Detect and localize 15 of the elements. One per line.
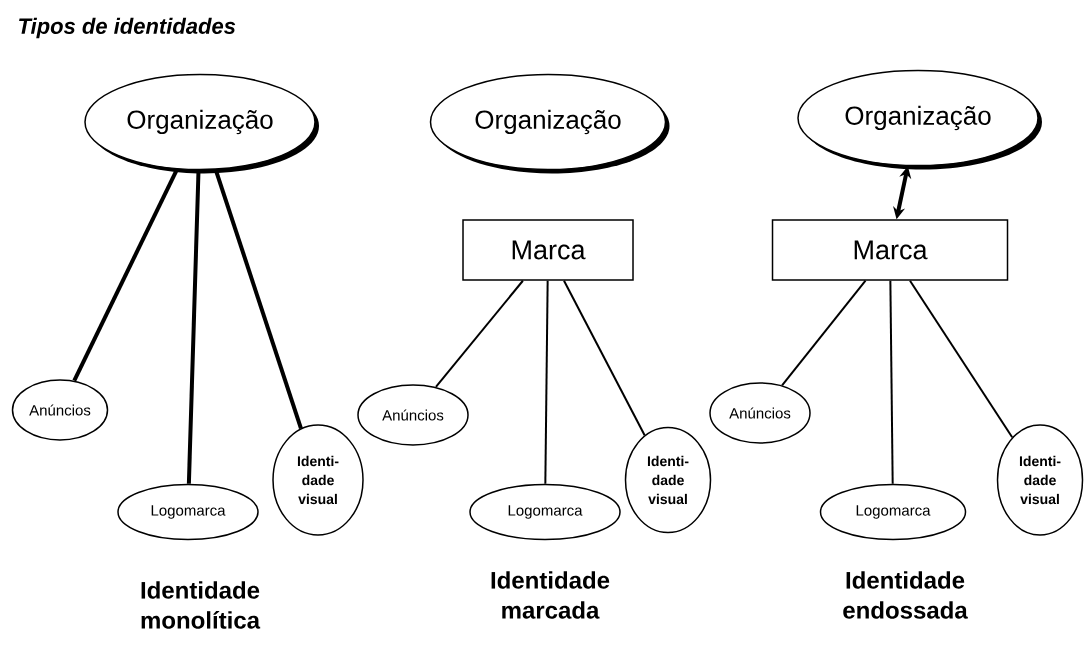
connector-line — [213, 169, 303, 429]
connector-line — [186, 170, 201, 484]
brand-box: Marca — [771, 219, 1009, 281]
connector-line — [544, 279, 549, 485]
connector-line — [781, 279, 867, 387]
connector-line — [72, 168, 179, 382]
caption: Identidade marcada — [491, 571, 610, 619]
connector-line — [889, 279, 894, 485]
connector-line — [434, 279, 524, 388]
connector-line — [563, 279, 646, 437]
caption: Identidade monolítica — [141, 581, 261, 629]
brand-box: Marca — [462, 219, 634, 281]
connector-line — [909, 279, 1014, 439]
title: Tipos de identidades — [19, 17, 236, 39]
caption: Identidade endossada — [843, 571, 968, 619]
